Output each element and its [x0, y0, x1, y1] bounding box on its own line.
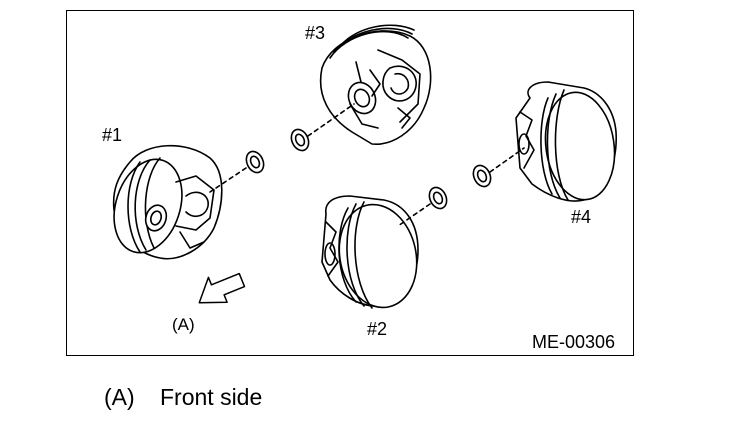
piston-3	[319, 24, 432, 145]
legend: (A) Front side	[104, 386, 262, 409]
piston-2	[321, 195, 419, 309]
figure-code: ME-00306	[532, 332, 616, 352]
label-piston-1: #1	[102, 125, 123, 145]
label-piston-4: #4	[571, 207, 592, 227]
legend-key: (A)	[104, 384, 135, 410]
piston-1	[112, 144, 223, 260]
piston-4	[515, 81, 617, 202]
guide-line-3	[307, 103, 355, 137]
figure-frame	[66, 10, 634, 356]
guide-line-1	[209, 167, 247, 193]
guide-line-2	[397, 203, 431, 227]
snap-ring-2	[428, 186, 448, 210]
snap-ring-3	[290, 128, 310, 152]
snap-ring-4	[472, 164, 492, 188]
legend-text: Front side	[160, 384, 263, 410]
label-piston-2: #2	[367, 319, 388, 339]
label-arrow-a: (A)	[172, 315, 195, 334]
guide-line-4	[489, 147, 525, 173]
front-side-arrow	[198, 272, 246, 304]
snap-ring-1	[245, 150, 265, 174]
label-piston-3: #3	[305, 23, 326, 43]
